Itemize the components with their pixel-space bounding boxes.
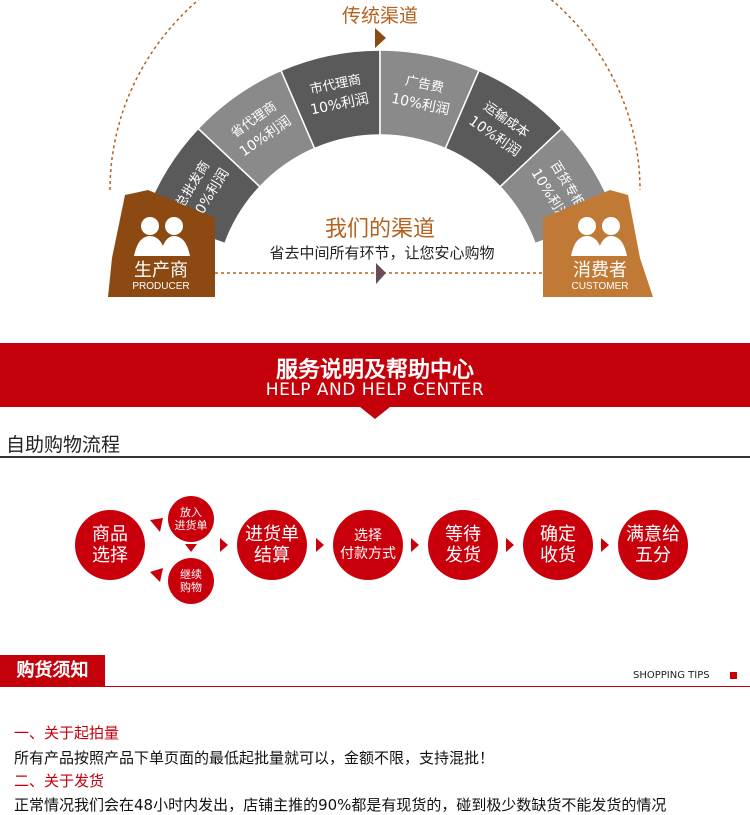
our-channel-subtitle: 省去中间所有环节，让您安心购物 <box>269 244 494 262</box>
step-label: 继续 购物 <box>180 568 202 594</box>
arrow-right-icon <box>601 538 609 552</box>
step-select-product: 商品 选择 <box>75 510 145 580</box>
process-divider <box>0 456 750 458</box>
step-rate-five-stars: 满意给 五分 <box>618 510 688 580</box>
step-label: 进货单 结算 <box>245 524 299 566</box>
notice-text: 正常情况我们会在48小时内发出，店铺主推的90%都是有现货的，碰到极少数缺货不能… <box>14 796 667 814</box>
arrow-right-icon <box>150 518 163 532</box>
bottom-arrow-icon <box>376 263 386 284</box>
traditional-dashed-arc <box>109 0 641 191</box>
people-icon <box>571 217 627 256</box>
process-section-title: 自助购物流程 <box>6 434 121 456</box>
banner-notch <box>360 407 390 419</box>
step-label: 商品 选择 <box>92 524 128 566</box>
help-center-banner <box>0 343 750 407</box>
step-confirm-receipt: 确定 收货 <box>523 510 593 580</box>
arrow-right-icon <box>411 538 419 552</box>
tips-divider <box>0 686 750 687</box>
arrow-right-icon <box>316 538 324 552</box>
top-arrow-icon <box>375 28 386 48</box>
producer-en-label: PRODUCER <box>132 281 189 292</box>
process-arrows <box>150 518 609 582</box>
step-wait-shipping: 等待 发货 <box>428 510 498 580</box>
notice-heading: 二、关于发货 <box>14 772 105 790</box>
tips-square-marker <box>730 672 737 679</box>
notice-heading: 一、关于起拍量 <box>14 724 120 742</box>
arrow-right-icon <box>506 538 514 552</box>
our-channel-title: 我们的渠道 <box>325 217 435 242</box>
help-banner-title: 服务说明及帮助中心 <box>275 358 474 383</box>
traditional-channel-title: 传统渠道 <box>342 5 418 27</box>
shopping-tips-en-label: SHOPPING TIPS <box>633 670 710 681</box>
people-icon <box>134 217 190 256</box>
step-label: 选择 付款方式 <box>340 528 396 562</box>
step-label: 满意给 五分 <box>626 524 680 566</box>
shopping-tips-tab: 购货须知 <box>0 655 105 687</box>
step-payment-method: 选择 付款方式 <box>333 510 403 580</box>
arrow-left-icon <box>150 568 163 582</box>
notice-text: 所有产品按照产品下单页面的最低起批量就可以，金额不限，支持混批！ <box>14 749 495 767</box>
step-checkout: 进货单 结算 <box>237 510 307 580</box>
step-label: 等待 发货 <box>445 524 481 566</box>
step-add-to-cart: 放入 进货单 <box>168 496 214 542</box>
step-label: 确定 收货 <box>540 524 576 566</box>
step-label: 放入 进货单 <box>174 506 208 532</box>
customer-en-label: CUSTOMER <box>571 281 628 292</box>
arrow-down-icon <box>185 544 197 552</box>
channel-arch-diagram: 总批发商10%利润省代理商10%利润市代理商10%利润广告费10%利润运输成本1… <box>108 0 653 297</box>
step-continue-shopping: 继续 购物 <box>168 558 214 604</box>
producer-block: 生产商 PRODUCER <box>108 190 215 297</box>
producer-cn-label: 生产商 <box>134 260 188 281</box>
customer-cn-label: 消费者 <box>573 260 627 281</box>
help-banner-subtitle: HELP AND HELP CENTER <box>265 380 485 400</box>
customer-block: 消费者 CUSTOMER <box>543 190 653 297</box>
arrow-right-icon <box>220 538 228 552</box>
